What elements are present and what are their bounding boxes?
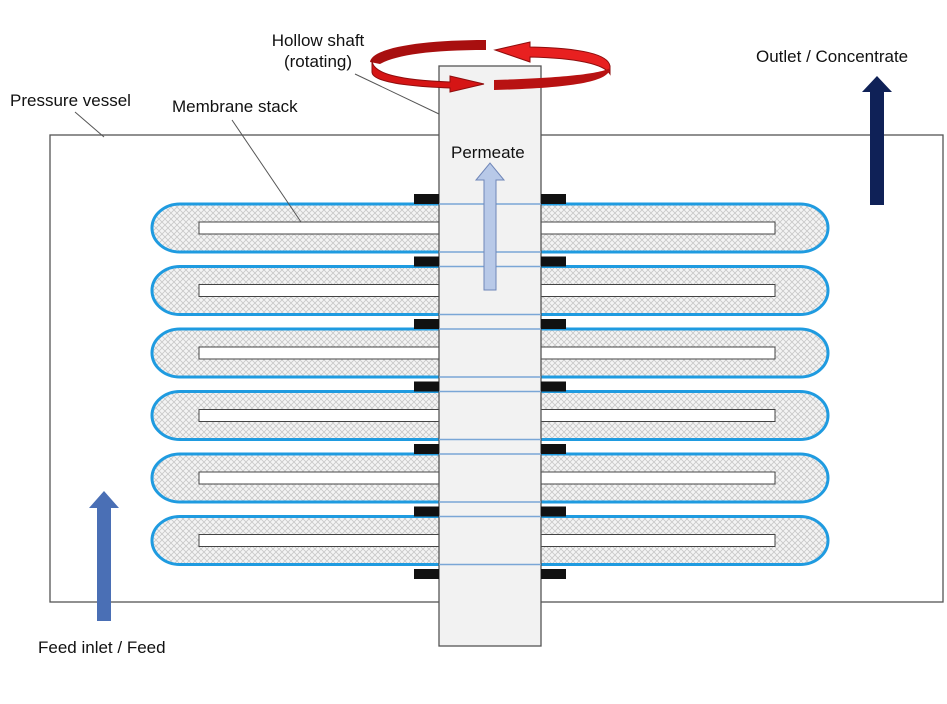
outlet-label: Outlet / Concentrate: [756, 47, 909, 66]
feed-arrow: [89, 491, 119, 621]
seal-left: [414, 444, 439, 454]
membrane-disc-outline: [150, 265, 830, 316]
rotation-arrow-front-right: [494, 68, 610, 90]
support-plate-right: [540, 221, 776, 235]
seal-left: [414, 506, 439, 517]
rotation-arrow-front-left: [371, 59, 485, 93]
membrane-stack: [150, 202, 830, 566]
support-plate-right: [540, 284, 776, 297]
membrane-disc-outline: [150, 390, 830, 441]
outlet-arrow: [862, 76, 892, 205]
membrane-stack-leader: [231, 119, 302, 223]
membrane-disc-outline: [150, 515, 830, 566]
support-plate-left: [198, 471, 440, 485]
hollow-shaft-label: Hollow shaft (rotating): [256, 30, 380, 72]
membrane-disc-outline: [150, 452, 830, 504]
support-plate-right: [540, 409, 776, 422]
hollow-shaft-leader: [354, 73, 440, 115]
seal-right: [541, 444, 566, 454]
support-plate-left: [198, 284, 440, 297]
hollow-shaft-label-line1: Hollow shaft: [271, 31, 365, 50]
seal-right: [541, 319, 566, 329]
rotation-arrow-head-right: [493, 41, 611, 76]
hollow-shaft-label-line2: (rotating): [283, 52, 353, 71]
pressure-vessel-label: Pressure vessel: [10, 91, 131, 110]
seal-left: [414, 319, 439, 329]
membrane-disc-outline: [150, 202, 830, 254]
permeate-arrow: [474, 162, 506, 291]
seal-left: [414, 194, 439, 204]
support-plate-left: [198, 534, 440, 547]
seal-right: [541, 569, 566, 579]
seal-right: [541, 381, 566, 392]
membrane-disc-outline: [150, 327, 830, 379]
pressure-vessel-leader: [74, 111, 105, 138]
seal-left: [414, 256, 439, 267]
membrane-stack-label: Membrane stack: [172, 97, 298, 116]
rotation-arrow-back: [370, 40, 486, 64]
support-plate-left: [198, 221, 440, 235]
feed-label: Feed inlet / Feed: [38, 638, 166, 657]
seal-right: [541, 506, 566, 517]
support-plate-right: [540, 346, 776, 360]
seal-left: [414, 569, 439, 579]
support-plate-right: [540, 471, 776, 485]
rotation-arrow: [370, 40, 611, 93]
seal-right: [541, 256, 566, 267]
support-plate-left: [198, 346, 440, 360]
seal-right: [541, 194, 566, 204]
permeate-label: Permeate: [451, 143, 525, 162]
shaft-seals: [414, 194, 566, 579]
seal-left: [414, 381, 439, 392]
support-plate-left: [198, 409, 440, 422]
support-plate-right: [540, 534, 776, 547]
